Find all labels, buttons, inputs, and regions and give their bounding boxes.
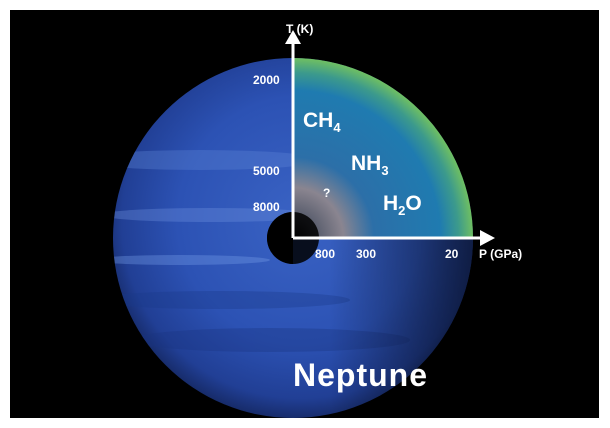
- layer-label-ammonia: NH3: [351, 152, 389, 178]
- layer-label-water: H2O: [383, 192, 422, 218]
- core-unknown-label: ?: [323, 186, 331, 200]
- x-axis-label: P (GPa): [479, 247, 523, 261]
- y-tick-label: 2000: [253, 73, 280, 87]
- x-tick-label: 800: [315, 247, 336, 261]
- y-axis-arrowhead: [285, 30, 301, 44]
- y-axis-label: T (K): [286, 22, 314, 36]
- x-tick-label: 300: [356, 247, 377, 261]
- x-tick-label: 20: [445, 247, 459, 261]
- layer-label-methane: CH4: [303, 109, 341, 135]
- cutaway-quadrant: [293, 58, 473, 238]
- y-tick-label: 8000: [253, 200, 280, 214]
- y-tick-label: 5000: [253, 164, 280, 178]
- planet-name: Neptune: [293, 357, 428, 393]
- x-axis-arrowhead: [480, 230, 495, 246]
- slide-frame: T (K) P (GPa) 2000 5000 8000 800 300 20 …: [10, 10, 599, 418]
- neptune-cutaway-diagram: [113, 30, 495, 418]
